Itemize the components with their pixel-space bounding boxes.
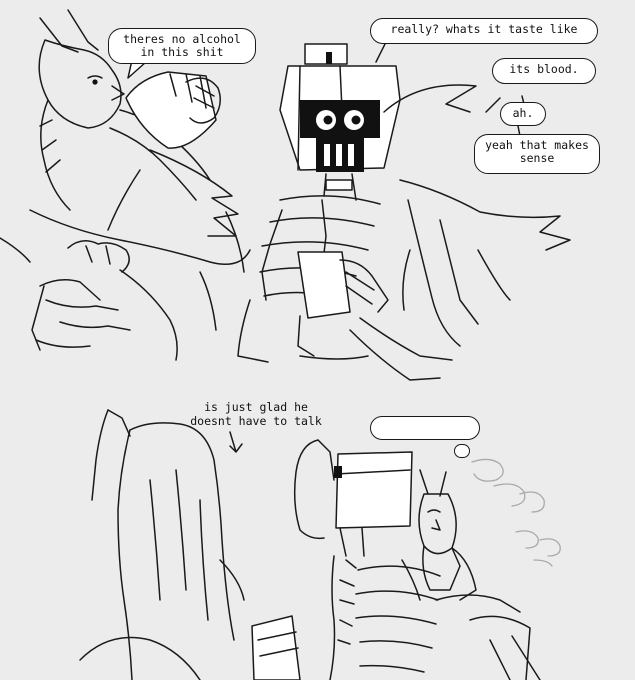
harpy-drinking-figure [0,9,251,361]
hooded-figure [79,409,301,680]
speech-bubble-blood: its blood. [492,58,596,84]
speech-bubble-empty-large [370,416,480,440]
speech-bubble-no-alcohol: theres no alcohol in this shit [108,28,256,64]
caption-glad-not-talk: is just glad he doesnt have to talk [190,400,322,428]
speech-bubble-ah: ah. [500,102,546,126]
speech-bubble-taste: really? whats it taste like [370,18,598,44]
skeleton-and-harpy-figures [293,439,561,680]
speech-bubble-makes-sense: yeah that makes sense [474,134,600,174]
robot-skeleton-figure [237,43,571,381]
bubble-tails [127,41,525,453]
speech-bubble-empty-small [454,444,470,458]
